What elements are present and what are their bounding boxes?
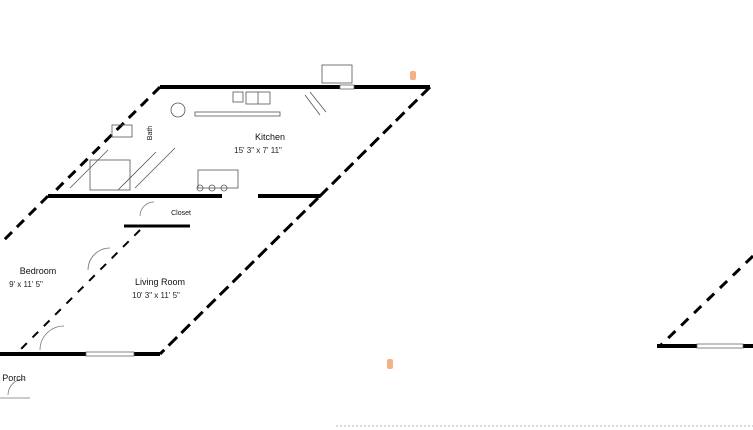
bath-fixtures: [69, 102, 186, 191]
windows: [85, 84, 744, 357]
wall-right-long-diagonal: [158, 196, 320, 356]
marker-top: [410, 71, 416, 80]
bedroom-door: [87, 247, 111, 271]
living-room-name: Living Room: [135, 277, 185, 287]
porch-label: Porch: [2, 373, 26, 383]
closet-door: [139, 201, 155, 217]
chair-3: [220, 184, 228, 192]
bath-label: Bath: [147, 126, 154, 141]
bath-door-2: [134, 147, 176, 189]
walls: [0, 85, 753, 356]
chair-2: [208, 184, 216, 192]
shower: [89, 159, 131, 191]
bath-door-1: [117, 151, 157, 191]
marker-middle: [387, 359, 393, 369]
chair-1: [196, 184, 204, 192]
living-room-door: [39, 325, 65, 351]
toilet: [170, 102, 186, 118]
dishwasher: [232, 91, 244, 103]
vanity: [111, 124, 133, 138]
wall-far-right-diagonal: [658, 254, 753, 348]
wall-bedroom-left-diagonal: [0, 194, 50, 246]
kitchen-name: Kitchen: [255, 132, 285, 142]
kitchen-appliance-2: [309, 91, 327, 113]
doors: [0, 201, 155, 399]
range-hood: [321, 64, 353, 84]
window-top: [339, 84, 355, 90]
kitchen-counter: [194, 111, 281, 117]
living-room-dimensions: 10' 3" x 11' 5": [132, 291, 180, 300]
window-bottom: [85, 351, 135, 357]
kitchen-dimensions: 15' 3" x 7' 11": [234, 146, 282, 155]
markers: [387, 71, 416, 369]
bedroom-dimensions: 9' x 11' 5": [9, 280, 43, 289]
shower-diagonal: [69, 149, 109, 189]
window-far-right: [696, 343, 744, 349]
kitchen-table: [197, 169, 239, 189]
porch-door: [7, 378, 25, 396]
bedroom-name: Bedroom: [20, 266, 57, 276]
closet-label: Closet: [171, 210, 191, 217]
kitchen-fixtures: [194, 64, 353, 192]
kitchen-appliance-1: [304, 94, 321, 116]
wall-top-right-diagonal: [316, 85, 432, 200]
wall-bedroom-living-partition: [19, 229, 141, 351]
wall-top-left-diagonal: [48, 85, 162, 198]
